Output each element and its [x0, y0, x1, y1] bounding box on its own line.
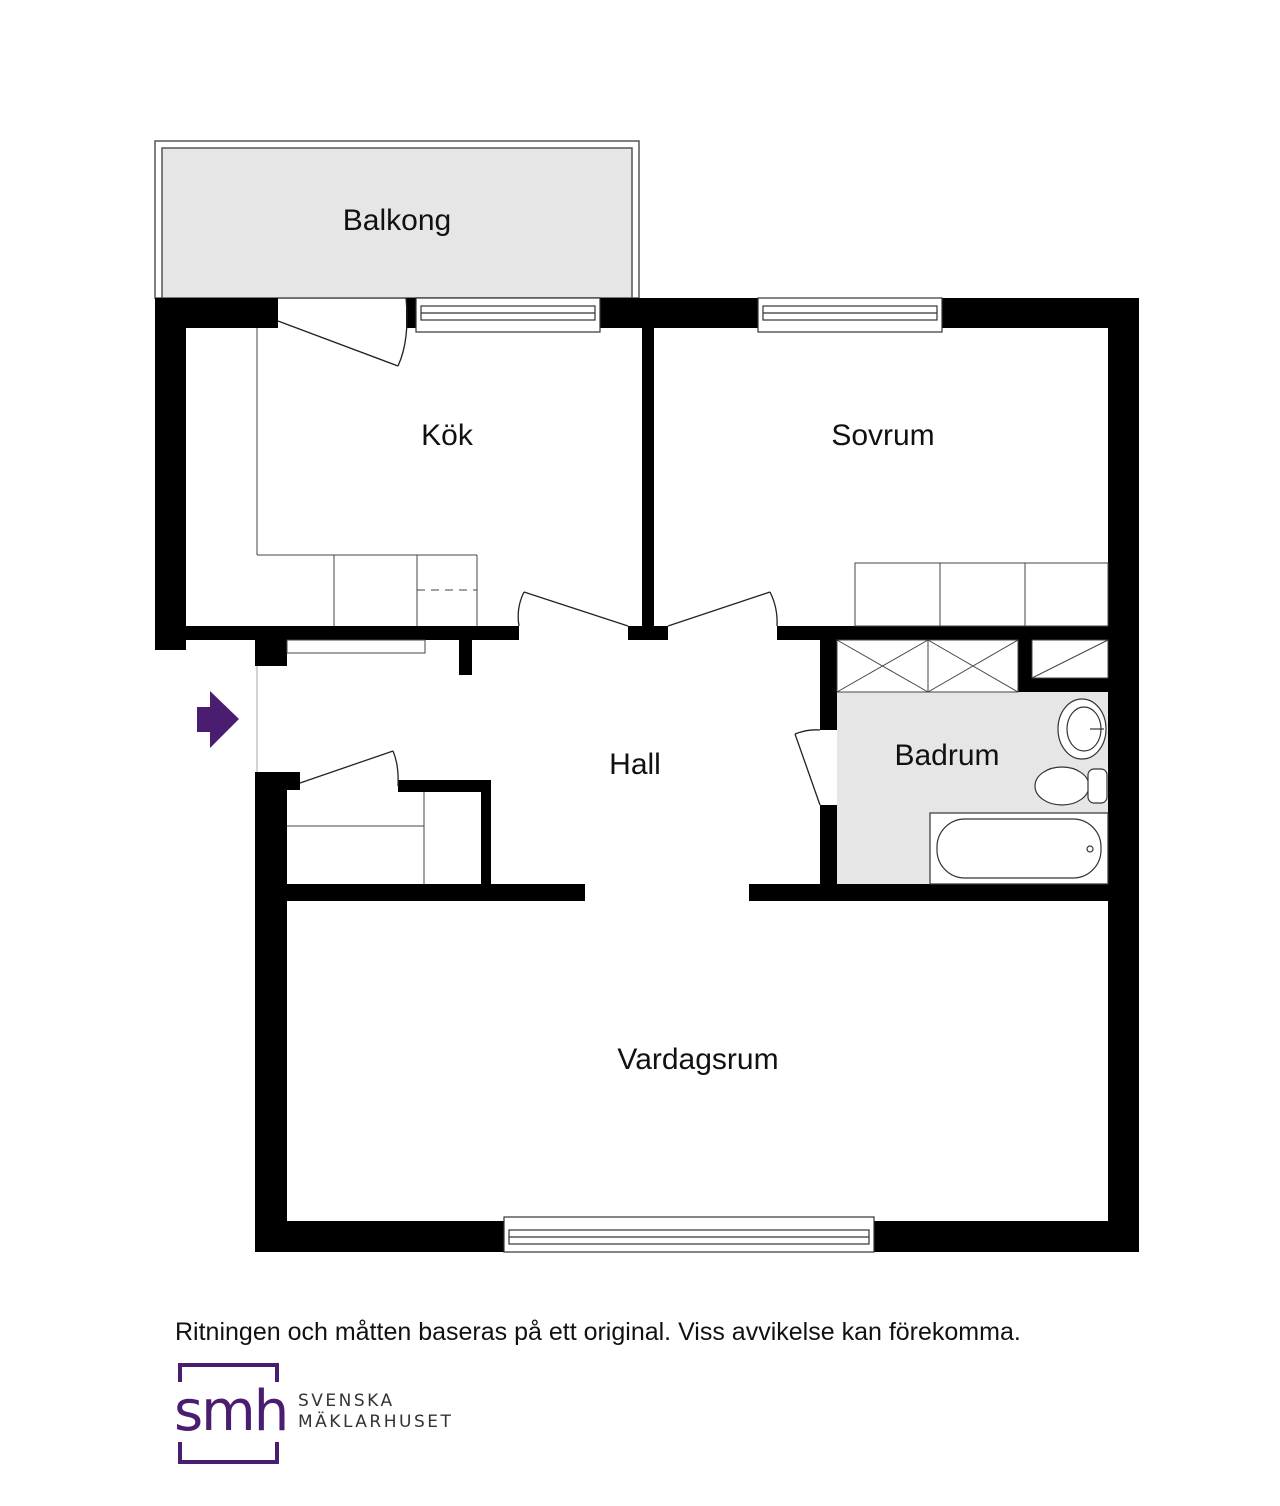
sink: [1057, 698, 1107, 760]
brand-name-line1: SVENSKA: [298, 1391, 395, 1411]
entrance-arrow-icon: [197, 691, 239, 748]
floor-plan: Balkong Kök Sovrum Hall Badrum Vardagsru…: [154, 140, 1139, 1253]
room-label-vardagsrum: Vardagsrum: [617, 1043, 778, 1076]
kitchen-counter: [256, 328, 478, 654]
hall-closet: [287, 792, 425, 884]
room-label-sovrum: Sovrum: [831, 419, 934, 452]
bathroom-fixtures: [929, 698, 1109, 885]
disclaimer-text: Ritningen och måtten baseras på ett orig…: [175, 1318, 1021, 1346]
room-label-badrum: Badrum: [894, 739, 999, 772]
brand-logo-letters: smh: [174, 1379, 289, 1444]
room-label-kok: Kök: [421, 419, 474, 452]
toilet: [1034, 766, 1108, 806]
brand-name-line2: MÄKLARHUSET: [298, 1412, 454, 1432]
windows: [415, 297, 943, 1253]
room-label-hall: Hall: [609, 748, 661, 781]
bathroom-storage: [836, 639, 1109, 693]
doors: [256, 297, 821, 806]
wardrobe: [854, 562, 1109, 627]
balcony: [154, 140, 640, 299]
bathtub: [929, 812, 1109, 885]
walls: [155, 298, 1139, 1252]
room-label-balkong: Balkong: [343, 204, 451, 237]
